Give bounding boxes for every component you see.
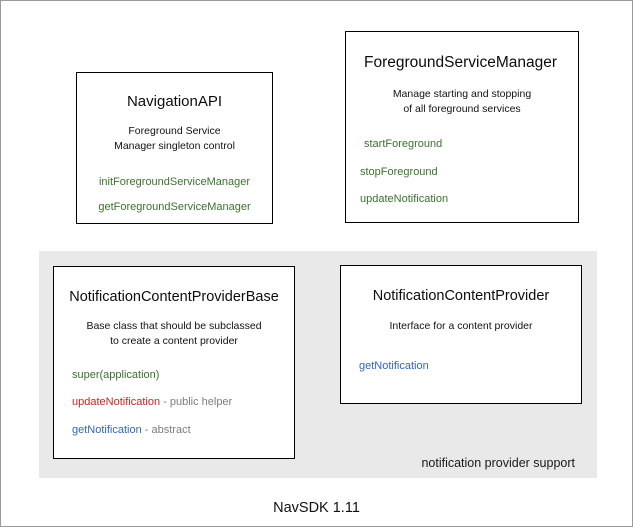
member-item: getForegroundServiceManager — [77, 201, 272, 214]
member-name: startForeground — [364, 138, 443, 151]
class-description-line: to create a content provider — [110, 335, 238, 348]
class-title-notification-content-provider-base: NotificationContentProviderBase — [69, 289, 279, 305]
class-card-navigation-api: NavigationAPI Foreground Service Manager… — [76, 72, 273, 224]
member-item: updateNotification - public helper — [72, 396, 294, 409]
class-description-line: Manager singleton control — [114, 139, 235, 152]
member-item: getNotification — [359, 360, 581, 373]
member-list-navigation-api: initForegroundServiceManager getForegrou… — [77, 176, 272, 214]
member-note: - abstract — [141, 423, 191, 436]
member-note: - public helper — [160, 396, 233, 409]
member-item: stopForeground — [360, 166, 578, 179]
member-item: super(application) — [72, 369, 294, 382]
member-list-foreground-service-manager: startForeground stopForeground updateNot… — [346, 138, 578, 206]
class-card-notification-content-provider-base: NotificationContentProviderBase Base cla… — [53, 266, 295, 459]
member-name: initForegroundServiceManager — [98, 175, 251, 188]
class-title-foreground-service-manager: ForegroundServiceManager — [364, 54, 557, 71]
member-name: getNotification — [359, 360, 429, 373]
member-name: updateNotification — [72, 396, 161, 409]
member-list-notification-content-provider-base: super(application) updateNotification - … — [54, 369, 294, 437]
class-title-navigation-api: NavigationAPI — [126, 93, 223, 110]
member-name: getForegroundServiceManager — [98, 201, 251, 213]
group-panel-label: notification provider support — [421, 456, 575, 470]
class-description-line: of all foreground services — [403, 102, 521, 115]
member-item: getNotification - abstract — [72, 424, 294, 437]
class-description-line: Foreground Service — [128, 125, 221, 137]
member-name: updateNotification — [360, 192, 449, 205]
class-description-foreground-service-manager: Manage starting and stopping of all fore… — [346, 87, 578, 117]
class-description-line: Manage starting and stopping — [392, 87, 532, 100]
class-card-notification-content-provider: NotificationContentProvider Interface fo… — [340, 265, 582, 404]
member-list-notification-content-provider: getNotification — [341, 360, 581, 373]
member-name: getNotification — [72, 423, 142, 436]
member-item: updateNotification — [360, 193, 578, 206]
class-description-line: Interface for a content provider — [389, 320, 533, 333]
class-title-notification-content-provider: NotificationContentProvider — [372, 288, 550, 304]
class-description-notification-content-provider-base: Base class that should be subclassed to … — [54, 319, 294, 349]
class-description-notification-content-provider: Interface for a content provider — [341, 319, 581, 334]
member-name: super(application) — [72, 369, 160, 382]
class-description-navigation-api: Foreground Service Manager singleton con… — [77, 124, 272, 154]
footer-caption: NavSDK 1.11 — [273, 500, 360, 516]
class-card-foreground-service-manager: ForegroundServiceManager Manage starting… — [345, 31, 579, 223]
member-item: initForegroundServiceManager — [77, 176, 272, 189]
class-description-line: Base class that should be subclassed — [86, 320, 262, 333]
member-item: startForeground — [360, 138, 578, 151]
member-name: stopForeground — [360, 165, 438, 178]
